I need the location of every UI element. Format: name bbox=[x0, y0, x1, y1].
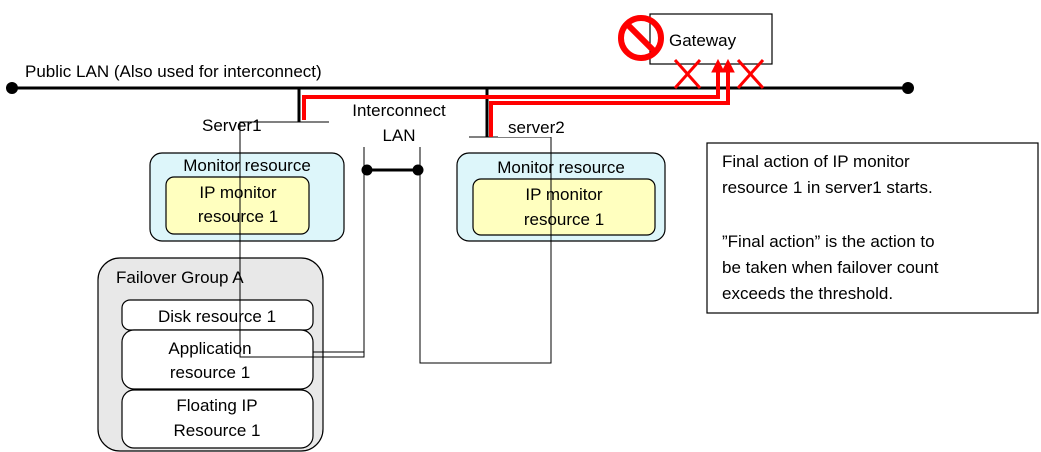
gateway: Gateway bbox=[618, 13, 773, 65]
server1-ip-monitor-label-line2: resource 1 bbox=[198, 207, 278, 226]
public-lan-label: Public LAN (Also used for interconnect) bbox=[25, 62, 322, 81]
server2-label: server2 bbox=[508, 118, 565, 137]
application-resource-box bbox=[121, 329, 314, 390]
note-p1-line2: resource 1 in server1 starts. bbox=[722, 178, 933, 197]
server1-ip-monitor-label-line1: IP monitor bbox=[199, 183, 277, 202]
monitor-route-red bbox=[302, 58, 735, 137]
public-lan-left-endpoint bbox=[6, 82, 18, 94]
failover-group-a: Failover Group A Disk resource 1 Applica… bbox=[97, 257, 324, 452]
disk-resource-label: Disk resource 1 bbox=[158, 307, 276, 326]
interconnect-label-line2: LAN bbox=[382, 126, 415, 145]
server1-route-arrowhead bbox=[711, 58, 725, 73]
gateway-label: Gateway bbox=[669, 31, 737, 50]
note-p1-line1: Final action of IP monitor bbox=[722, 152, 910, 171]
interconnect-left-endpoint bbox=[361, 164, 373, 176]
server2-route-line bbox=[489, 70, 730, 137]
server1-ip-monitor-box bbox=[165, 176, 310, 235]
server2-label-bg bbox=[498, 114, 570, 137]
final-action-note: Final action of IP monitor resource 1 in… bbox=[706, 142, 1039, 314]
interconnect-right-endpoint bbox=[412, 164, 424, 176]
server2-route-arrowhead bbox=[721, 58, 735, 73]
server1-label: Server1 bbox=[202, 116, 262, 135]
server2-monitor-title: Monitor resource bbox=[497, 158, 625, 177]
note-p2-line1: ”Final action” is the action to bbox=[722, 232, 935, 251]
interconnect-lan: Interconnect LAN bbox=[329, 97, 469, 176]
server2-monitor-resource: Monitor resource IP monitor resource 1 bbox=[456, 152, 666, 242]
note-box bbox=[706, 142, 1039, 314]
server2-ip-monitor-box bbox=[472, 178, 656, 236]
floating-ip-resource-box bbox=[121, 389, 314, 449]
gateway-box bbox=[649, 13, 773, 65]
server1-monitor-title: Monitor resource bbox=[183, 156, 311, 175]
server1-monitor-resource: Monitor resource IP monitor resource 1 bbox=[149, 152, 345, 242]
x-icon bbox=[736, 59, 765, 89]
application-resource-label-line1: Application bbox=[168, 339, 251, 358]
interconnect-label-line1: Interconnect bbox=[352, 101, 446, 120]
server2-ip-monitor-label-line1: IP monitor bbox=[525, 185, 603, 204]
public-lan-right-endpoint bbox=[902, 82, 914, 94]
floating-ip-resource-label-line2: Resource 1 bbox=[174, 421, 261, 440]
public-lan: Public LAN (Also used for interconnect) bbox=[6, 62, 914, 137]
failure-x-marks bbox=[673, 59, 765, 89]
server2-ip-monitor-label-line2: resource 1 bbox=[524, 210, 604, 229]
x-icon bbox=[673, 59, 702, 89]
note-p2-line2: be taken when failover count bbox=[722, 258, 939, 277]
prohibit-icon bbox=[618, 15, 664, 61]
server1-route-line bbox=[302, 70, 720, 120]
interconnect-label-bg bbox=[329, 97, 469, 147]
note-p2-line3: exceeds the threshold. bbox=[722, 284, 893, 303]
failover-group-title: Failover Group A bbox=[116, 268, 244, 287]
floating-ip-resource-label-line1: Floating IP bbox=[176, 396, 257, 415]
server1-outline bbox=[239, 121, 365, 358]
application-resource-label-line2: resource 1 bbox=[170, 363, 250, 382]
